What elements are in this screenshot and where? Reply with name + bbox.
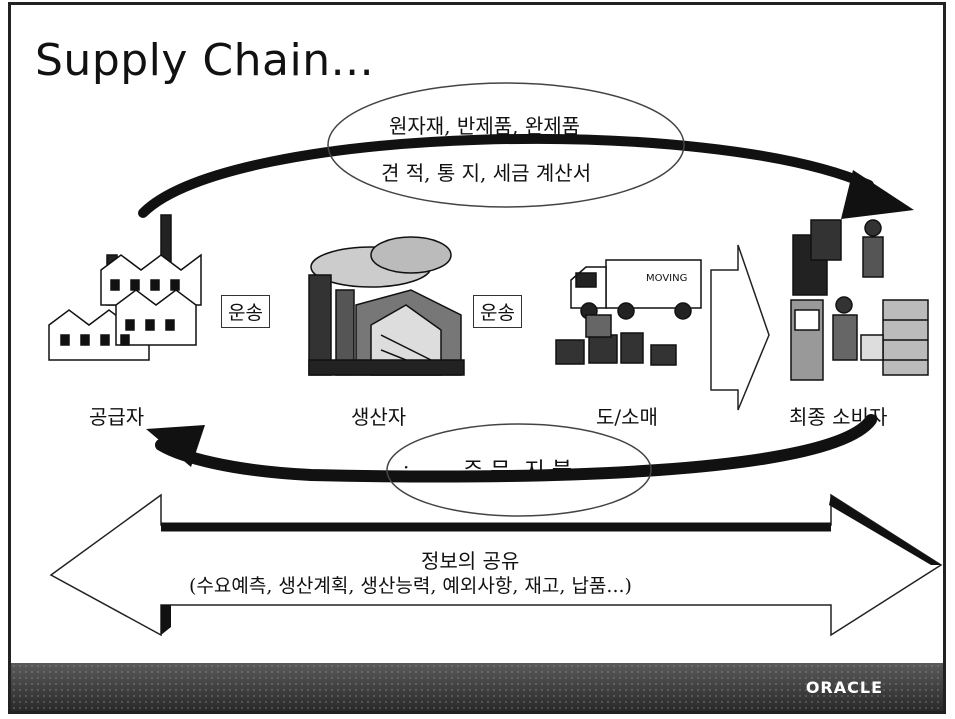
footer-texture — [11, 663, 943, 711]
top-ellipse-line1: 원자재, 반제품, 완제품 — [389, 114, 581, 138]
bottom-ellipse-text: 주 문, 지 불 — [463, 459, 572, 484]
info-share-title: 정보의 공유 — [421, 549, 520, 573]
top-ellipse-line2: 견 적, 통 지, 세금 계산서 — [381, 161, 592, 185]
top-flow-arrowhead — [841, 170, 914, 219]
oracle-logo: ORACLE — [805, 678, 883, 697]
supplier-factory-icon — [48, 214, 202, 361]
info-arrow-left-shade — [161, 605, 171, 635]
end-consumer-icon — [790, 219, 929, 381]
node-label-supplier: 공급자 — [89, 405, 145, 429]
top-ellipse — [327, 82, 685, 208]
bottom-ellipse-dot: · — [403, 455, 410, 479]
producer-plant-icon — [308, 236, 465, 376]
svg-text:MOVING: MOVING — [646, 273, 687, 284]
info-arrow-right-shade — [829, 495, 941, 565]
bottom-flow-arrow — [155, 414, 877, 483]
top-flow-arrow — [138, 133, 874, 218]
footer-bar: ORACLE — [11, 663, 943, 711]
distribution-truck-icon: MOVING — [555, 259, 702, 366]
transport-label-1: 운송 — [221, 295, 270, 328]
consumer-hollow-arrow — [710, 244, 770, 411]
bottom-ellipse — [386, 423, 652, 517]
diagram-canvas: MOVING — [48, 82, 943, 637]
info-share-details: (수요예측, 생산계획, 생산능력, 예외사항, 재고, 납품...) — [189, 575, 632, 597]
node-label-producer: 생산자 — [351, 405, 407, 429]
transport-label-2: 운송 — [473, 295, 522, 328]
slide: Supply Chain... — [8, 2, 946, 714]
node-label-consumer: 최종 소비자 — [789, 405, 888, 429]
node-label-retail: 도/소매 — [596, 405, 658, 429]
bottom-flow-arrowhead — [146, 425, 205, 467]
page-title: Supply Chain... — [35, 35, 375, 86]
